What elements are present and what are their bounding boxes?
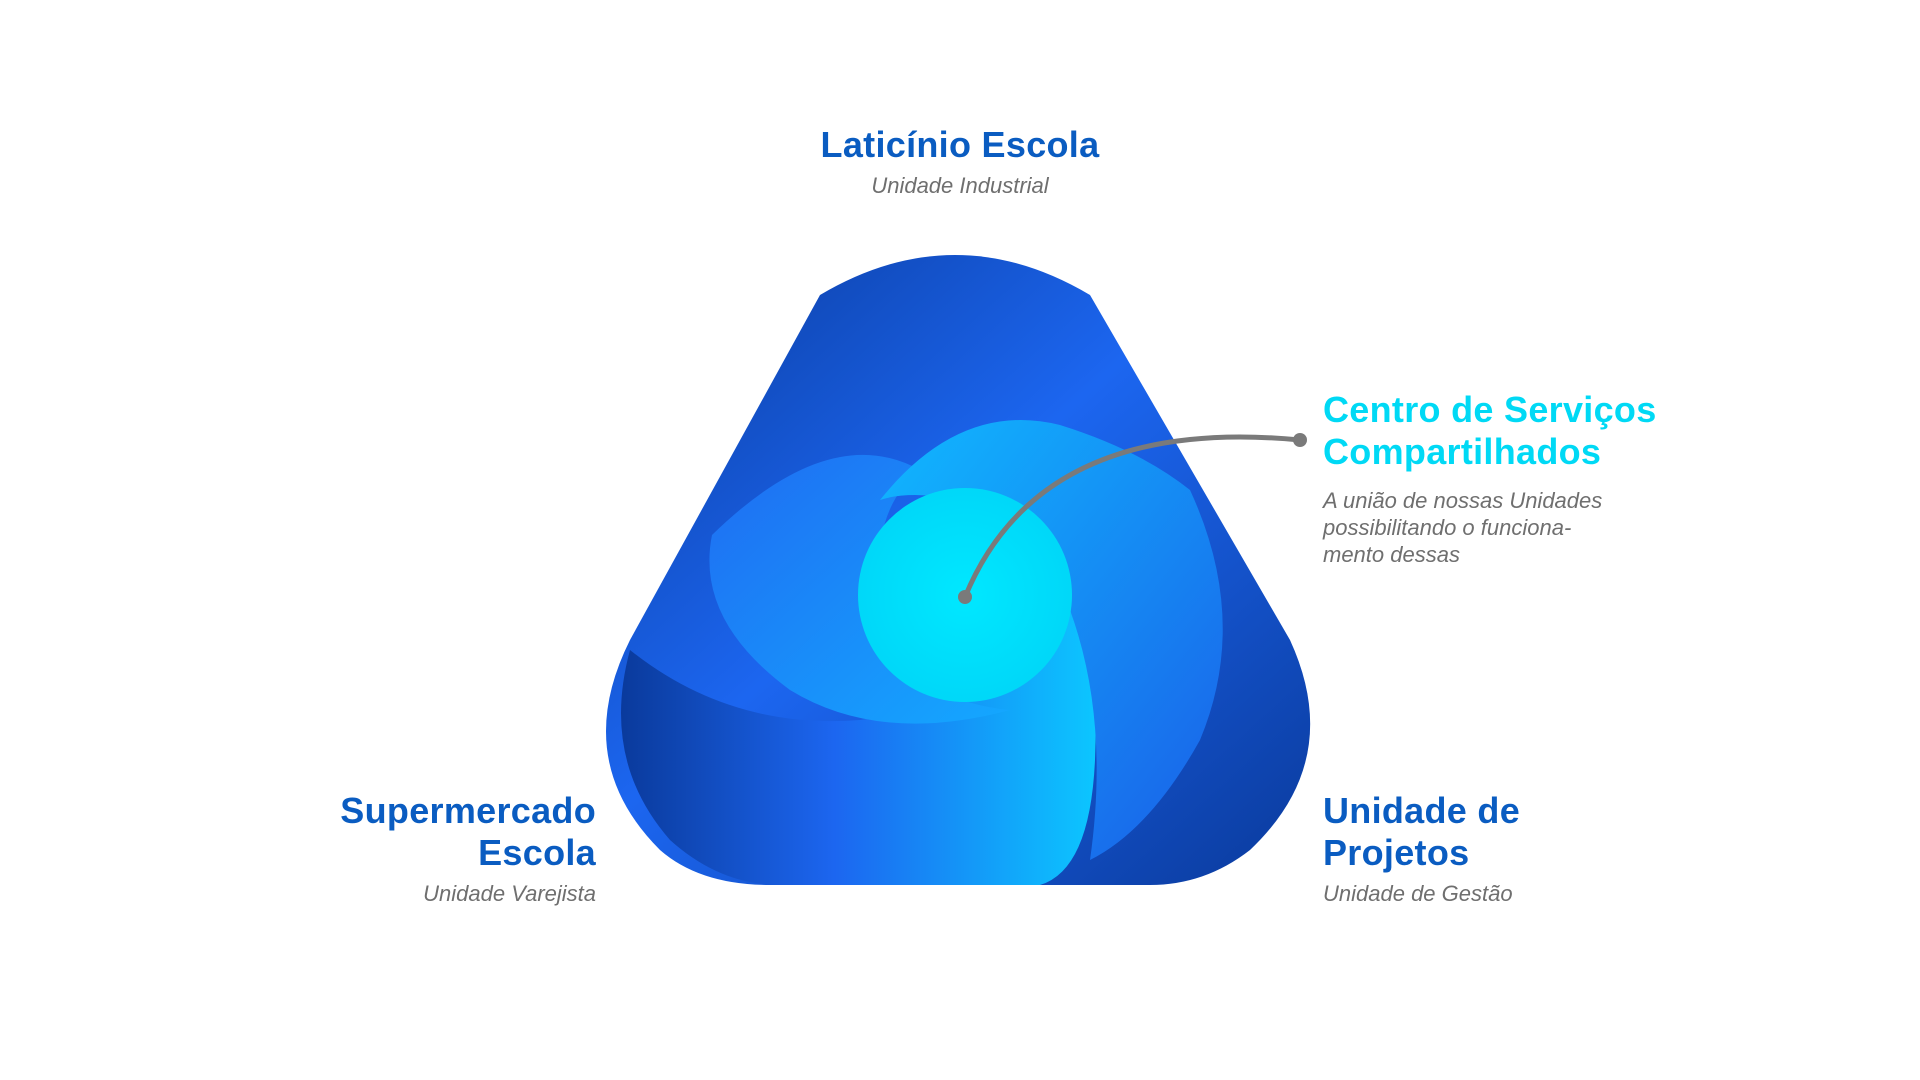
- unit-top-label: Laticínio Escola Unidade Industrial: [760, 124, 1160, 199]
- connector-dot-center: [958, 590, 972, 604]
- unit-left-title: Supermercado Escola: [260, 790, 596, 874]
- unit-center-title-line1: Centro de Serviços: [1323, 389, 1657, 430]
- unit-right-title-line1: Unidade de: [1323, 790, 1521, 831]
- unit-left-label: Supermercado Escola Unidade Varejista: [260, 790, 596, 907]
- swirl-right-lobe: [880, 420, 1223, 860]
- unit-center-title-line2: Compartilhados: [1323, 431, 1602, 472]
- unit-left-subtitle: Unidade Varejista: [423, 881, 596, 906]
- unit-right-title-line2: Projetos: [1323, 832, 1470, 873]
- unit-right-label: Unidade de Projetos Unidade de Gestão: [1323, 790, 1683, 907]
- unit-right-subtitle: Unidade de Gestão: [1323, 881, 1513, 906]
- connector-dot-end: [1293, 433, 1307, 447]
- unit-center-title: Centro de Serviços Compartilhados: [1323, 389, 1743, 473]
- unit-center-label: Centro de Serviços Compartilhados A uniã…: [1323, 389, 1743, 568]
- unit-top-subtitle: Unidade Industrial: [871, 173, 1049, 198]
- unit-left-title-line1: Supermercado: [340, 790, 596, 831]
- unit-top-title: Laticínio Escola: [820, 124, 1100, 165]
- swirl-bottom: [621, 560, 1096, 885]
- unit-center-subtitle: A união de nossas Unidades possibilitand…: [1323, 488, 1603, 567]
- unit-left-title-line2: Escola: [478, 832, 596, 873]
- unit-right-title: Unidade de Projetos: [1323, 790, 1683, 874]
- connector-line: [962, 434, 1303, 600]
